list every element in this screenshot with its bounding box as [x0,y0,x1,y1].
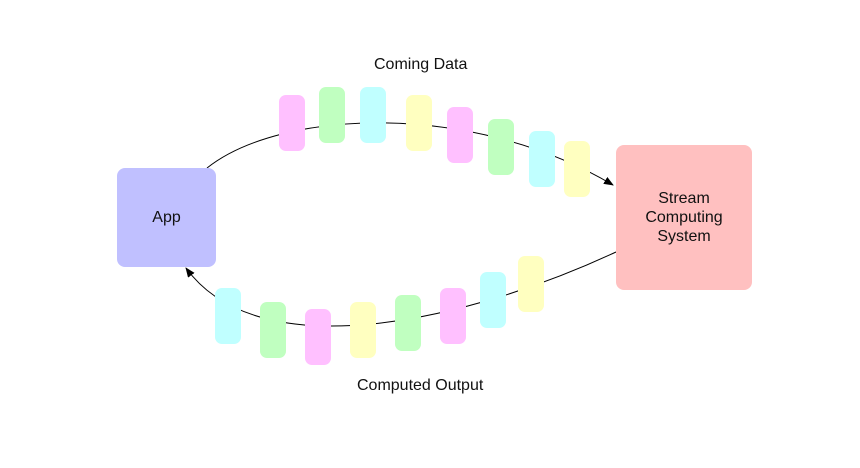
coming-data-packet-green [319,87,345,143]
coming-data-packet-pink [447,107,473,163]
app-node: App [117,168,216,267]
coming-data-label: Coming Data [374,56,468,73]
coming-data-packet-cyan [529,131,555,187]
computed-output-packet-green [395,295,421,351]
computed-output-packet-green [260,302,286,358]
computed-output-packet-pink [305,309,331,365]
computed-output-packet-yellow [350,302,376,358]
computed-output-packets [215,256,544,365]
computed-output-packet-pink [440,288,466,344]
coming-data-packet-pink [279,95,305,151]
stream-computing-system-node: Stream Computing System [616,145,752,290]
stream-computing-system-label: Stream Computing System [645,190,723,245]
computed-output-packet-yellow [518,256,544,312]
coming-data-packets [279,87,590,197]
coming-data-packet-green [488,119,514,175]
coming-data-packet-cyan [360,87,386,143]
coming-data-packet-yellow [406,95,432,151]
computed-output-label: Computed Output [357,377,484,394]
coming-data-packet-yellow [564,141,590,197]
computed-output-packet-cyan [480,272,506,328]
app-node-label: App [152,209,181,226]
computed-output-packet-cyan [215,288,241,344]
